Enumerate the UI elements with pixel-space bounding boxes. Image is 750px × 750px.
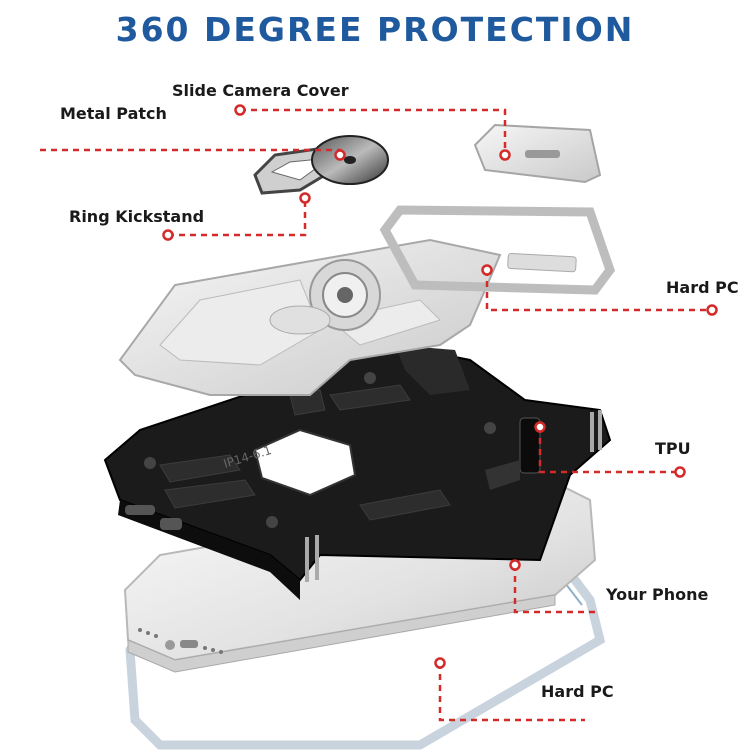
label-tpu: TPU: [655, 439, 691, 458]
ring-mount: [269, 259, 381, 335]
label-ring-kickstand: Ring Kickstand: [69, 207, 205, 226]
label-metal-patch: Metal Patch: [60, 104, 167, 123]
label-slide-camera-cover: Slide Camera Cover: [172, 81, 349, 100]
label-hard-pc-bottom: Hard PC: [541, 682, 614, 701]
leader-endpoints: [162, 104, 718, 669]
hard-pc-back-plate: [118, 238, 502, 396]
slide-camera-cover: [473, 123, 602, 184]
tpu-case: IP14-6.1: [103, 343, 612, 600]
metal-patch: [311, 135, 389, 185]
label-hard-pc-top: Hard PC: [666, 278, 739, 297]
page-title: 360 DEGREE PROTECTION: [115, 10, 635, 49]
slide-camera-frame: [379, 205, 616, 295]
label-your-phone: Your Phone: [606, 585, 709, 604]
